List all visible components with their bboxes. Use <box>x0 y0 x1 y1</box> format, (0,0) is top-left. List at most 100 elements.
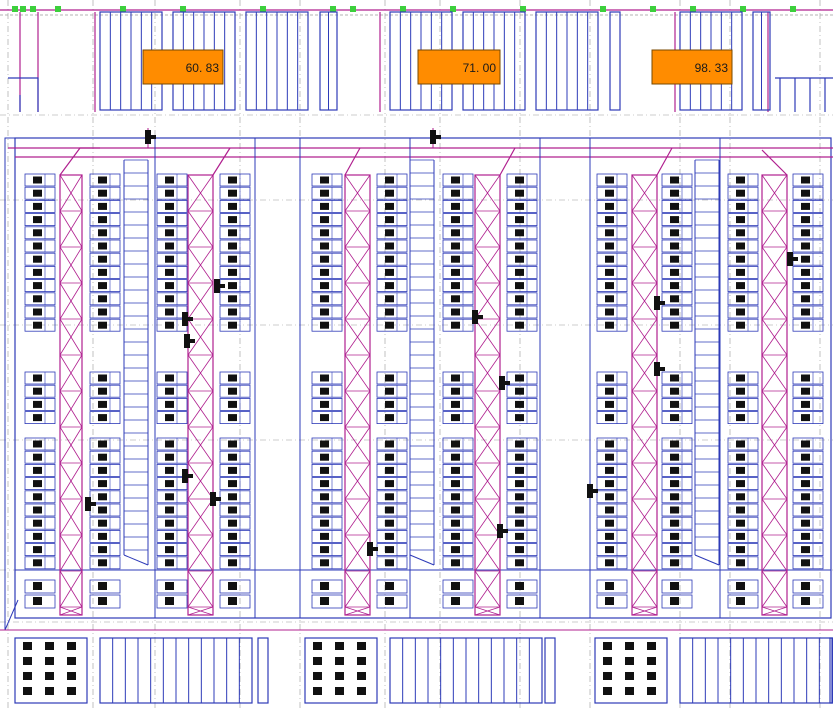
pallet <box>670 453 679 461</box>
pallet <box>165 559 174 567</box>
pallet <box>320 493 329 501</box>
rack-bay <box>24 516 56 530</box>
storage-frame-outline <box>14 137 832 619</box>
rack-bay <box>376 594 408 609</box>
aisle-truss <box>344 174 371 616</box>
pallet <box>320 189 329 197</box>
pallet <box>33 242 42 250</box>
rack-bay <box>792 579 824 594</box>
rack-bay <box>661 556 693 570</box>
pallet <box>670 268 679 276</box>
aisle-truss <box>761 174 788 616</box>
rack-bay <box>596 463 628 477</box>
pallet <box>385 597 394 605</box>
rack-bay <box>376 503 408 517</box>
pallet <box>228 295 237 303</box>
pallet <box>228 519 237 527</box>
rack-bay <box>596 226 628 240</box>
rack-bay <box>89 411 121 425</box>
pallet <box>515 597 524 605</box>
pallet <box>385 546 394 554</box>
pallet <box>228 466 237 474</box>
pallet <box>33 414 42 422</box>
rack-bay <box>596 384 628 398</box>
rack-bay <box>219 490 251 504</box>
rack-bay <box>596 503 628 517</box>
pallet <box>801 308 810 316</box>
pallet <box>670 282 679 290</box>
zone-labels: 60. 83 71. 00 98. 33 <box>142 49 733 85</box>
pallet <box>98 229 107 237</box>
rack-bay <box>219 477 251 491</box>
rack-bay <box>24 265 56 279</box>
rack-bay <box>376 411 408 425</box>
rack-bay <box>376 384 408 398</box>
rack-bay <box>219 173 251 187</box>
header-node <box>180 6 186 12</box>
crane-aisles <box>59 128 788 616</box>
rack-bay <box>156 213 188 227</box>
pallet <box>165 242 174 250</box>
pallet <box>605 597 614 605</box>
pallet <box>385 295 394 303</box>
rack-bay <box>442 199 474 213</box>
rack-bay <box>219 384 251 398</box>
rack-bay <box>727 384 759 398</box>
rack-bay <box>727 318 759 332</box>
pallet <box>515 216 524 224</box>
conveyor-chute <box>694 159 720 566</box>
rack-bay <box>219 252 251 266</box>
rack-bay <box>219 186 251 200</box>
pallet <box>320 216 329 224</box>
rack-bay <box>24 397 56 411</box>
pallet <box>515 387 524 395</box>
pallet <box>98 582 107 590</box>
rack-bay <box>442 556 474 570</box>
rack-bay <box>442 279 474 293</box>
pallet <box>228 268 237 276</box>
rack-bay <box>311 371 343 385</box>
pallet <box>736 189 745 197</box>
rack-bay <box>311 265 343 279</box>
rack-bay <box>727 213 759 227</box>
pallet <box>357 687 366 695</box>
rack-bay <box>792 265 824 279</box>
rack-bay <box>661 265 693 279</box>
pallet <box>165 414 174 422</box>
pallet <box>451 597 460 605</box>
pallet <box>451 493 460 501</box>
pallet <box>33 597 42 605</box>
pallet <box>67 687 76 695</box>
pallet <box>801 466 810 474</box>
pallet <box>385 321 394 329</box>
pallet <box>320 597 329 605</box>
pallet <box>736 597 745 605</box>
pallet <box>228 453 237 461</box>
rack-bay <box>24 279 56 293</box>
pallet <box>98 242 107 250</box>
rack-bay <box>792 173 824 187</box>
rack-bay <box>727 411 759 425</box>
pallet <box>33 216 42 224</box>
zone-label-background <box>142 49 224 85</box>
rack-bay <box>24 292 56 306</box>
rack-bay <box>442 397 474 411</box>
pallet <box>45 687 54 695</box>
pallet <box>165 216 174 224</box>
pallet <box>801 242 810 250</box>
pallet <box>165 506 174 514</box>
rack-bay <box>156 239 188 253</box>
pallet <box>603 687 612 695</box>
rack-bay <box>792 279 824 293</box>
pallet <box>451 242 460 250</box>
rack-bay <box>506 292 538 306</box>
pallet <box>98 400 107 408</box>
pallet <box>228 546 237 554</box>
pallet <box>647 672 656 680</box>
pallet <box>801 440 810 448</box>
pallet <box>736 282 745 290</box>
pallet <box>451 387 460 395</box>
pallet <box>605 506 614 514</box>
rack-bay <box>442 477 474 491</box>
pallet <box>33 282 42 290</box>
